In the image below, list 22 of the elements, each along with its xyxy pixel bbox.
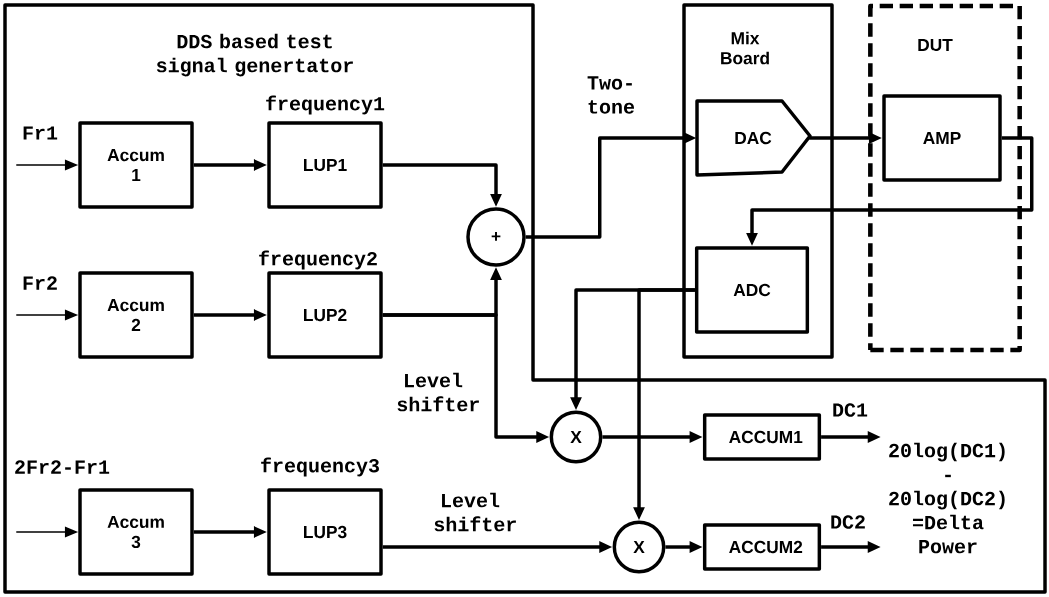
edge-label: Fr2 — [20, 275, 60, 292]
edge-label: Level shifter — [395, 371, 479, 413]
block-box: AMP — [882, 94, 1002, 182]
block-box: Accum 2 — [78, 271, 194, 359]
edge-label: DC2 — [828, 513, 868, 531]
block-box: ACCUM1 — [702, 413, 822, 461]
frequency-label: frequency2 — [259, 250, 377, 270]
edge-label: DC1 — [830, 401, 870, 419]
edge-label: Fr1 — [20, 125, 60, 141]
block-box: LUP2 — [267, 271, 383, 359]
frequency-label: frequency1 — [266, 95, 385, 115]
block-box: Accum 1 — [78, 121, 194, 209]
frequency-label: frequency3 — [261, 457, 379, 477]
edge-label: Level shifter — [432, 491, 516, 533]
result-text: 20log(DC1) - 20log(DC2) =Delta Power — [889, 442, 1005, 554]
block-box: LUP1 — [267, 121, 383, 209]
block-box: ADC — [694, 246, 810, 334]
block-box: LUP3 — [267, 488, 383, 576]
block-box: ACCUM2 — [702, 523, 822, 571]
block-box: Accum 3 — [78, 488, 194, 576]
edge-label: 2Fr2-Fr1 — [12, 459, 112, 476]
edge-label: Two-tone — [585, 75, 635, 115]
